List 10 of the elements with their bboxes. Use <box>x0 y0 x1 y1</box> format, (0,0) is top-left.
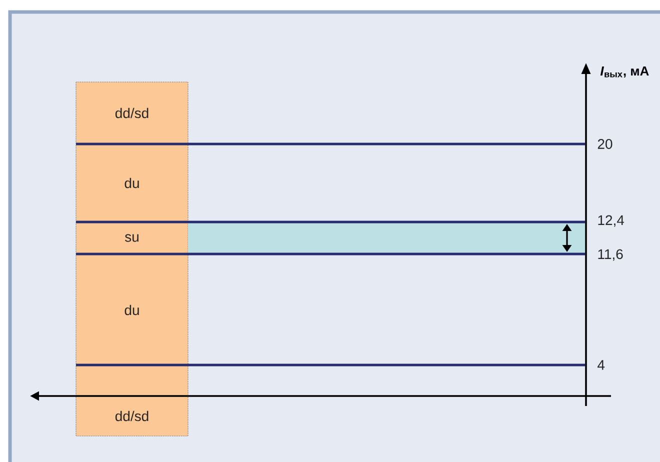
axis-label: I$_{вых}$, мА <box>600 66 649 78</box>
tick-label: 11,6 <box>598 249 623 261</box>
zone-label: du <box>124 178 139 188</box>
tick-label: 4 <box>598 360 605 370</box>
tick-label: 12,4 <box>598 215 624 227</box>
zone-label: du <box>124 304 139 316</box>
zone-label: dd/sd <box>115 108 148 118</box>
zone-label: dd/sd <box>115 410 148 422</box>
zone-label: su <box>125 234 138 242</box>
tick-label: 20 <box>598 139 612 149</box>
